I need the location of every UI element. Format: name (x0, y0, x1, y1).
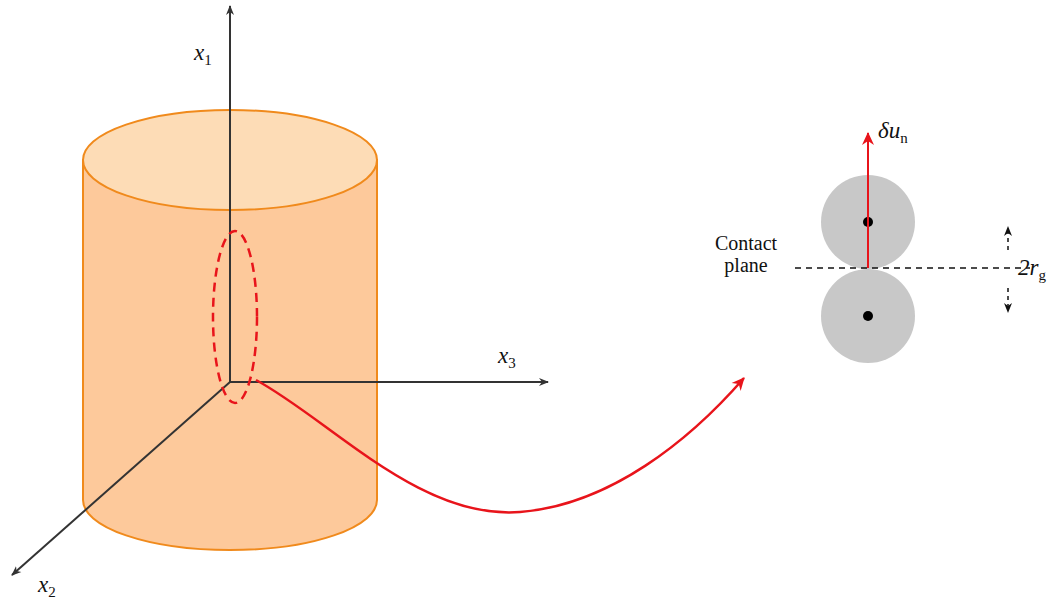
dimension-label: 2rg (1018, 255, 1046, 284)
axis-label: x1 (194, 40, 212, 69)
displacement-arrow (867, 133, 869, 268)
axis-label: x3 (498, 343, 516, 372)
dimension-arrow (1007, 288, 1009, 312)
dimension-arrow (1007, 227, 1009, 250)
zoom-arrow (256, 378, 744, 512)
displacement-label: δun (878, 118, 908, 147)
contact-plane-line (795, 267, 1030, 269)
region-outline (213, 231, 257, 403)
axis-label: x2 (38, 572, 56, 601)
plane-label: Contact plane (706, 232, 786, 276)
axes (12, 6, 548, 575)
